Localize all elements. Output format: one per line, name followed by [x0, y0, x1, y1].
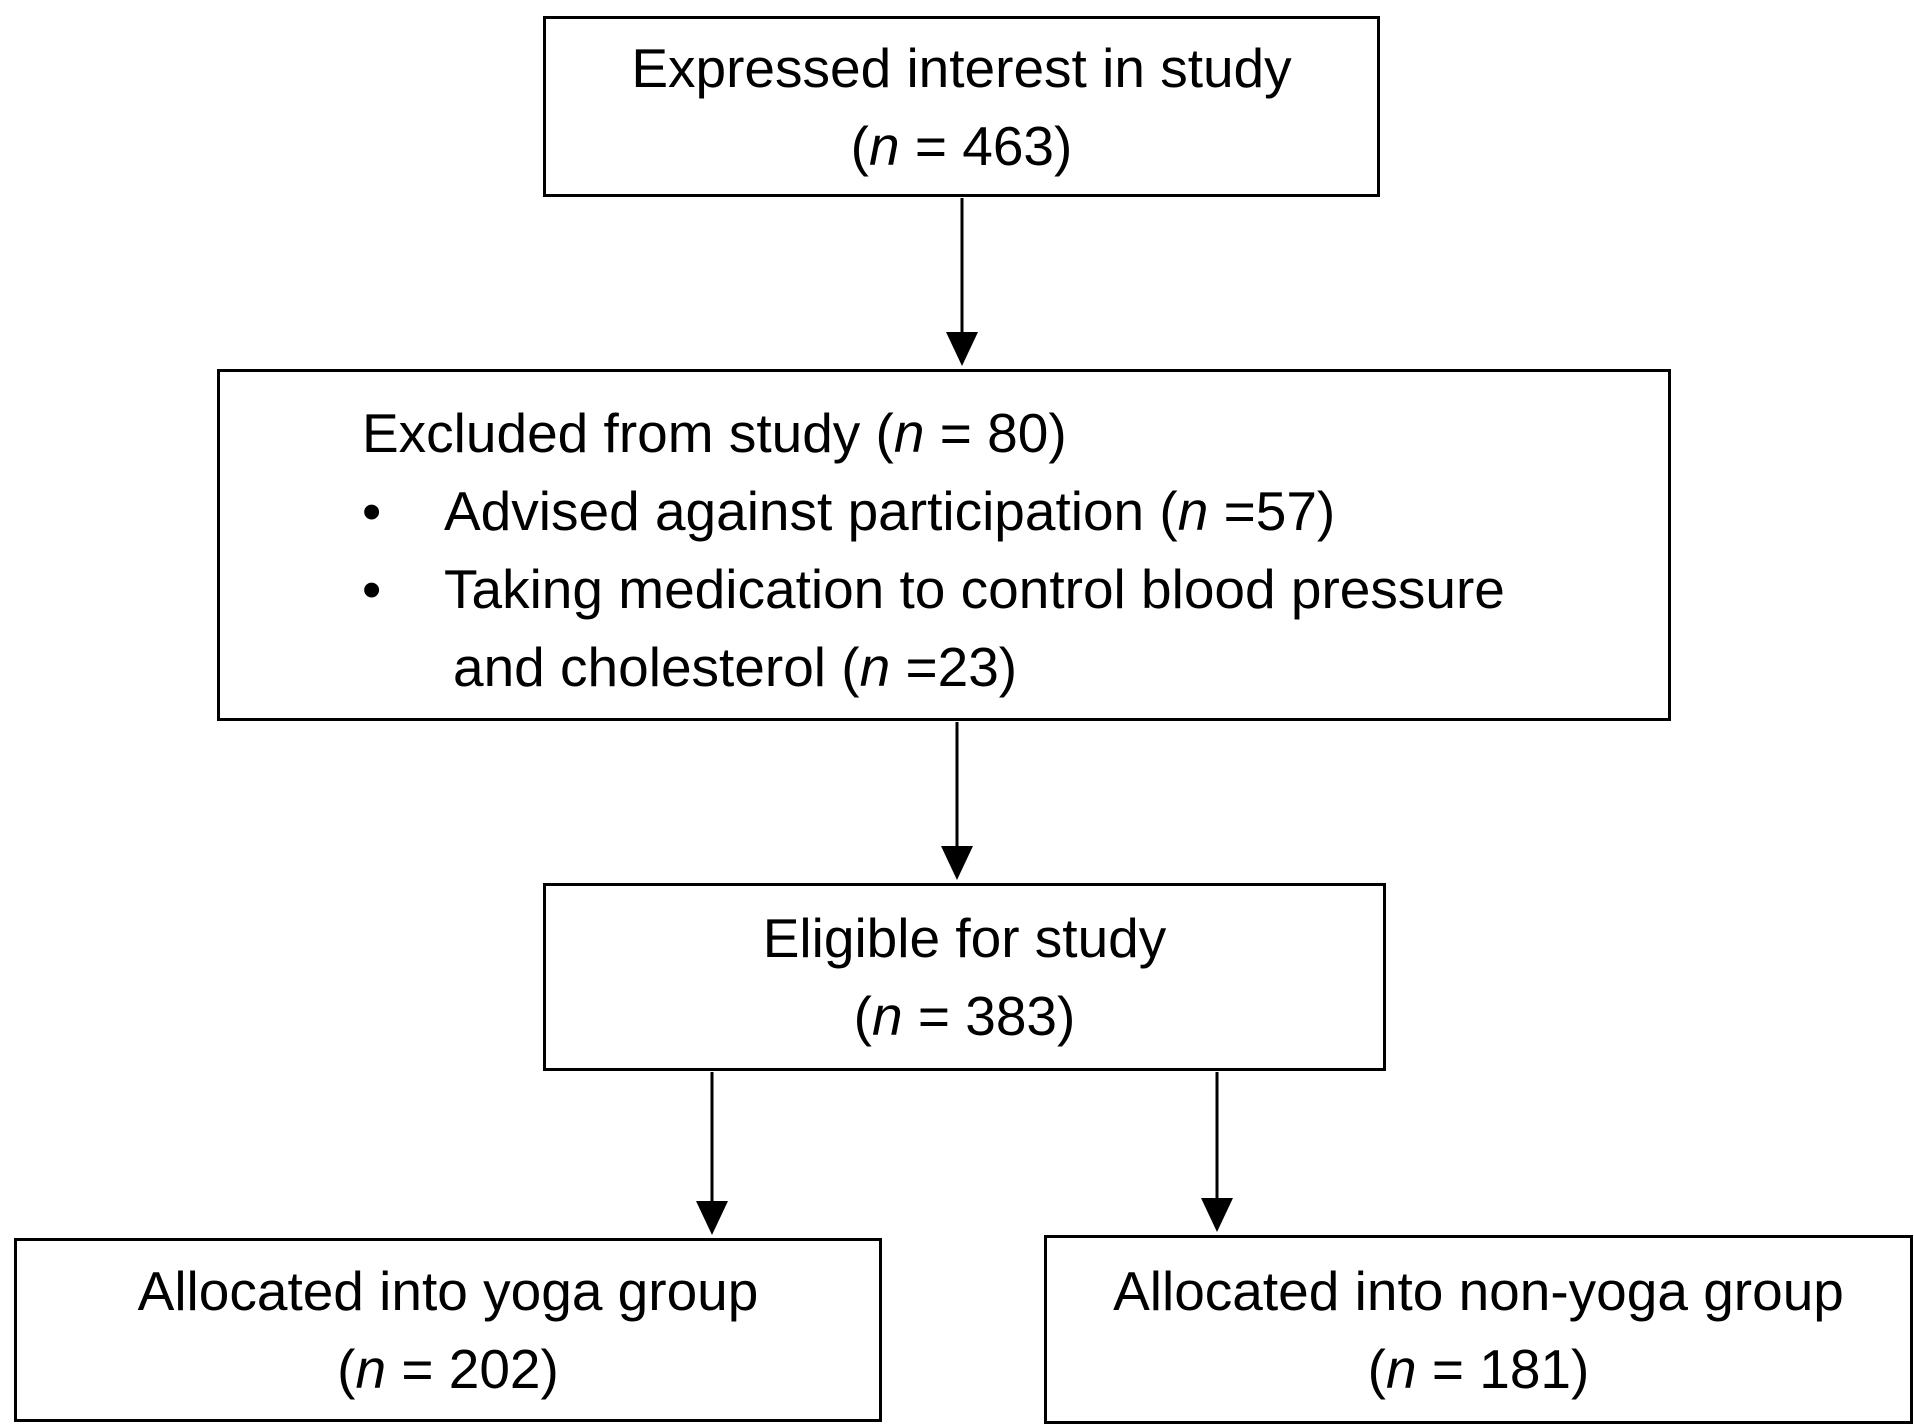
arrowhead-excluded-to-eligible-icon — [941, 846, 973, 880]
bullet-icon: • — [362, 558, 382, 620]
yoga-n-value: = 202 — [386, 1338, 541, 1400]
box-non-yoga-group: Allocated into non-yoga group (n = 181) — [1044, 1235, 1913, 1424]
interest-count: (n = 463) — [850, 114, 1073, 177]
box-expressed-interest: Expressed interest in study (n = 463) — [543, 16, 1380, 197]
yoga-title: Allocated into yoga group — [137, 1260, 759, 1322]
excluded-item-medication-text2: and cholesterol ( — [453, 636, 860, 698]
excluded-item-advised: • Advised against participation (n =57) — [362, 472, 1505, 550]
arrowhead-eligible-to-yoga-icon — [696, 1201, 728, 1235]
nonyoga-n-label: n — [1385, 1337, 1417, 1400]
eligible-n-label: n — [871, 985, 903, 1047]
excluded-item-advised-n-label: n — [1177, 480, 1209, 542]
excluded-content: Excluded from study (n = 80) • Advised a… — [362, 394, 1505, 706]
eligible-count: (n = 383) — [853, 985, 1076, 1047]
nonyoga-n-value: = 181 — [1416, 1337, 1572, 1400]
excluded-item-medication: • Taking medication to control blood pre… — [362, 550, 1505, 628]
eligible-title: Eligible for study — [762, 907, 1167, 969]
excluded-item-advised-text: Advised against participation ( — [444, 480, 1178, 542]
nonyoga-count: (n = 181) — [1367, 1337, 1590, 1400]
yoga-count: (n = 202) — [337, 1338, 559, 1400]
excluded-heading-text: Excluded from study ( — [362, 402, 894, 464]
eligible-n-value: = 383 — [902, 985, 1058, 1047]
nonyoga-title: Allocated into non-yoga group — [1113, 1259, 1844, 1322]
yoga-n-label: n — [355, 1338, 387, 1400]
excluded-item-medication-n-value: =23) — [890, 636, 1018, 698]
box-excluded: Excluded from study (n = 80) • Advised a… — [217, 369, 1671, 721]
bullet-icon: • — [362, 480, 382, 542]
box-yoga-group: Allocated into yoga group (n = 202) — [14, 1238, 882, 1422]
excluded-item-text: Advised against participation (n =57) — [444, 472, 1335, 550]
excluded-item-medication-cont: and cholesterol (n =23) — [362, 628, 1505, 706]
arrowhead-interest-to-excluded-icon — [946, 332, 978, 366]
arrowhead-eligible-to-nonyoga-icon — [1201, 1198, 1233, 1232]
excluded-item-medication-n-label: n — [859, 636, 891, 698]
interest-title: Expressed interest in study — [631, 36, 1292, 99]
excluded-heading: Excluded from study (n = 80) — [362, 394, 1505, 472]
excluded-item-advised-n-value: =57) — [1208, 480, 1336, 542]
excluded-n-value: = 80) — [924, 402, 1067, 464]
interest-n-label: n — [868, 114, 900, 177]
excluded-item-medication-text: Taking medication to control blood press… — [444, 558, 1505, 620]
box-eligible: Eligible for study (n = 383) — [543, 883, 1386, 1071]
excluded-n-label: n — [893, 402, 925, 464]
interest-n-value: = 463 — [899, 114, 1055, 177]
